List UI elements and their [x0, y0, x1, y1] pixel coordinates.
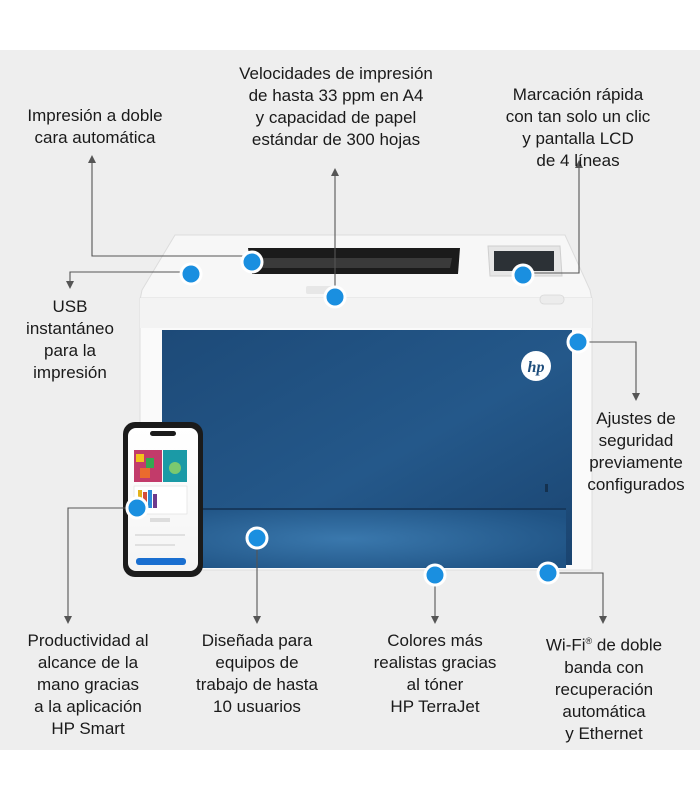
leader-teams-arrow — [253, 616, 261, 624]
dot-teams — [245, 526, 269, 550]
dot-speed — [323, 285, 347, 309]
dot-mobile — [125, 496, 149, 520]
leader-wifi — [548, 572, 604, 618]
hp-logo — [521, 351, 551, 381]
dot-security — [566, 330, 590, 354]
leader-colors-arrow — [431, 616, 439, 624]
dot-quick-dial — [511, 263, 535, 287]
callout-usb: USB instantáneo para la impresión — [26, 297, 114, 382]
callout-leaders — [64, 155, 640, 624]
callout-mobile: Productividad al alcance de la mano grac… — [27, 631, 149, 738]
leader-usb — [69, 271, 191, 283]
front-panel: hp — [162, 330, 572, 568]
control-panel — [487, 245, 565, 305]
leader-security — [578, 341, 637, 395]
callout-security: Ajustes de seguridad previamente configu… — [587, 409, 685, 494]
leader-usb-arrow — [66, 281, 74, 289]
leader-duplex — [91, 160, 252, 257]
printer-illustration: hp — [64, 155, 640, 624]
leader-quick-dial — [523, 165, 580, 274]
dot-wifi — [536, 561, 560, 585]
callout-wifi-line1: Wi-Fi® de doble — [545, 635, 663, 655]
callout-duplex: Impresión a doble cara automática — [27, 106, 163, 147]
leader-quick-dial-arrow — [575, 160, 583, 168]
callout-wifi: Wi-Fi® de doble banda con recuperación a… — [522, 630, 686, 745]
leader-security-arrow — [632, 393, 640, 401]
dot-duplex — [240, 250, 264, 274]
leader-mobile-arrow — [64, 616, 72, 624]
infographic-canvas: hp — [0, 50, 700, 750]
callout-colors: Colores más realistas gracias al tóner H… — [373, 631, 497, 716]
leader-duplex-arrow — [88, 155, 96, 163]
dot-colors — [423, 563, 447, 587]
callout-speed: Velocidades de impresión de hasta 33 ppm… — [239, 64, 433, 149]
power-button — [539, 294, 565, 305]
hp-logo-text: hp — [528, 359, 545, 376]
dot-usb — [179, 262, 203, 286]
leader-wifi-arrow — [599, 616, 607, 624]
leader-mobile — [67, 507, 136, 618]
callout-quick-dial: Marcación rápida con tan solo un clic y … — [505, 85, 651, 170]
callout-teams: Diseñada para equipos de trabajo de hast… — [196, 631, 318, 716]
leader-speed-arrow — [331, 168, 339, 176]
lcd-screen — [494, 251, 554, 271]
callout-dots — [125, 250, 590, 587]
